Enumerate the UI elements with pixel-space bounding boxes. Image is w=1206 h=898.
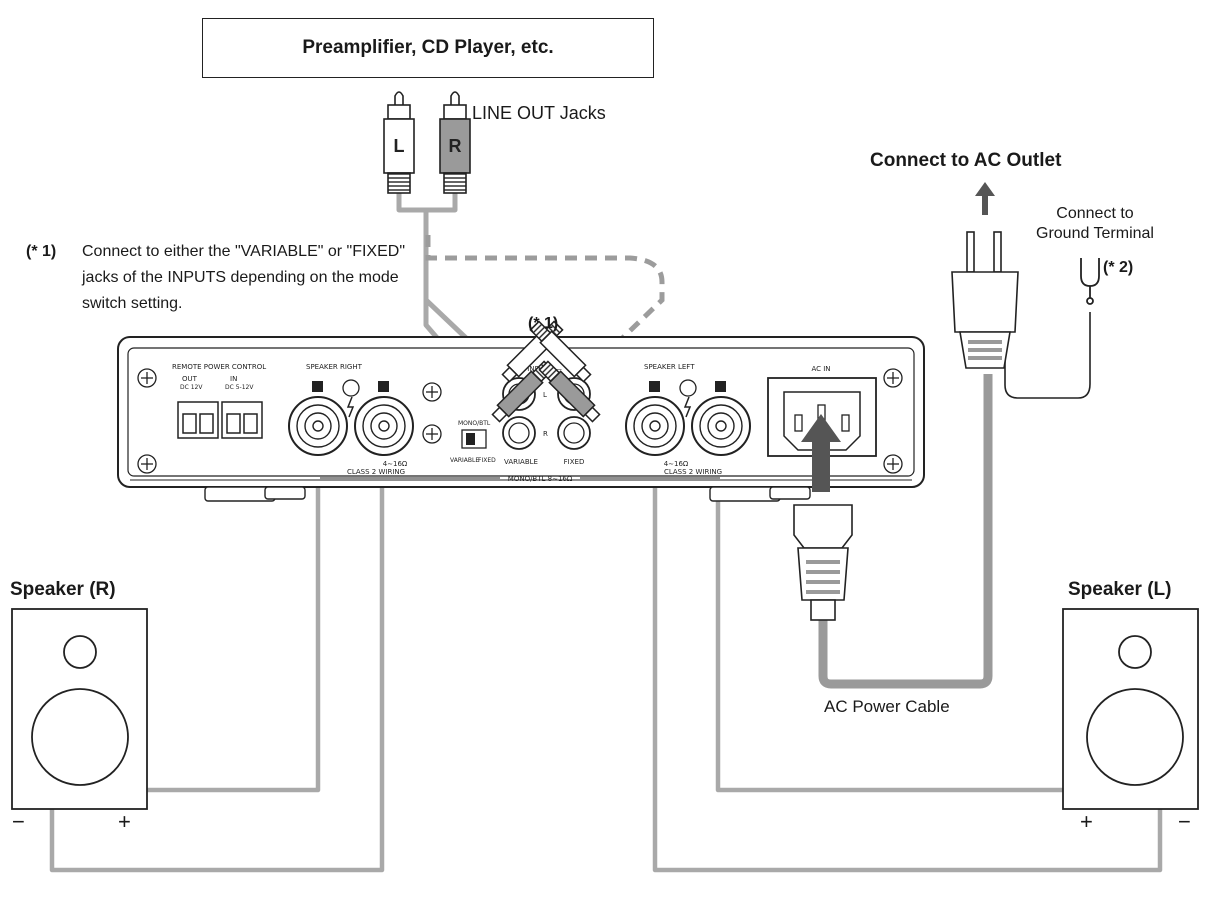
ground-lug-icon: [1080, 258, 1100, 305]
speaker-right-label: Speaker (R): [10, 579, 116, 600]
alt-input-cable-dashed: [425, 235, 665, 352]
inserted-rca-plugs: [491, 320, 601, 423]
variable-label: VARIABLE: [504, 458, 538, 466]
speaker-left-terminals[interactable]: [625, 396, 751, 456]
arrow-up-icon: [801, 414, 841, 492]
switch-variable-label: VARIABLE: [450, 457, 479, 464]
remote-in-label: IN: [230, 375, 237, 383]
class2-left: CLASS 2 WIRING: [664, 468, 722, 476]
impedance-left: 4∼16Ω: [664, 460, 689, 468]
source-label: Preamplifier, CD Player, etc.: [302, 37, 554, 58]
note1-text: Connect to either the "VARIABLE" or "FIX…: [82, 243, 406, 312]
speaker-left-plus: +: [1080, 809, 1093, 834]
amplifier-rear-panel: REMOTE POWER CONTROL OUT IN DC 12V DC 5-…: [117, 336, 925, 502]
mono-btl-bar-label: MONO/BTL 8∼16Ω: [508, 475, 573, 483]
fixed-label: FIXED: [564, 458, 585, 466]
ground-label-line2: Ground Terminal: [1036, 225, 1154, 242]
remote-power-control-label: REMOTE POWER CONTROL: [172, 363, 266, 371]
dc12-label: DC 12V: [180, 384, 203, 391]
speaker-right-terminals[interactable]: [288, 396, 414, 456]
ac-outlet-label: Connect to AC Outlet: [870, 150, 1062, 171]
input-l-label: L: [543, 391, 547, 399]
speaker-right: [11, 608, 148, 810]
note2-tag: (* 2): [1103, 259, 1134, 276]
plug-l-label: L: [394, 136, 405, 156]
ac-cable-label: AC Power Cable: [824, 697, 950, 716]
mono-btl-switch-label: MONO/BTL: [458, 420, 491, 427]
arrow-up-icon: [975, 182, 995, 215]
ac-plug: [951, 231, 1019, 369]
speaker-right-minus: −: [12, 809, 25, 834]
input-r-label: R: [543, 430, 548, 438]
speaker-right-plus: +: [118, 809, 131, 834]
class2-right: CLASS 2 WIRING: [347, 468, 405, 476]
line-out-plugs: [383, 91, 471, 194]
ground-label-line1: Connect to: [1056, 205, 1134, 222]
impedance-right: 4∼16Ω: [383, 460, 408, 468]
speaker-left: [1062, 608, 1199, 810]
iec-connector: [793, 504, 853, 621]
speaker-right-label: SPEAKER RIGHT: [306, 363, 363, 371]
ac-power-cable: [818, 374, 993, 689]
speaker-left-label: Speaker (L): [1068, 579, 1172, 600]
ground-wire: [1004, 312, 1091, 399]
switch-fixed-label: FIXED: [478, 457, 496, 464]
line-out-label: LINE OUT Jacks: [472, 103, 606, 123]
ac-in-label: AC IN: [811, 365, 830, 373]
ground-label: Connect to Ground Terminal: [1030, 204, 1160, 244]
note1-marker: (* 1): [528, 315, 559, 332]
note1-tag: (* 1): [26, 243, 57, 260]
plug-r-label: R: [449, 136, 462, 156]
remote-out-label: OUT: [182, 375, 198, 383]
source-device-box: Preamplifier, CD Player, etc.: [202, 18, 654, 78]
speaker-left-label: SPEAKER LEFT: [644, 363, 695, 371]
dc5-12-label: DC 5-12V: [225, 384, 254, 391]
speaker-left-minus: −: [1178, 809, 1191, 834]
